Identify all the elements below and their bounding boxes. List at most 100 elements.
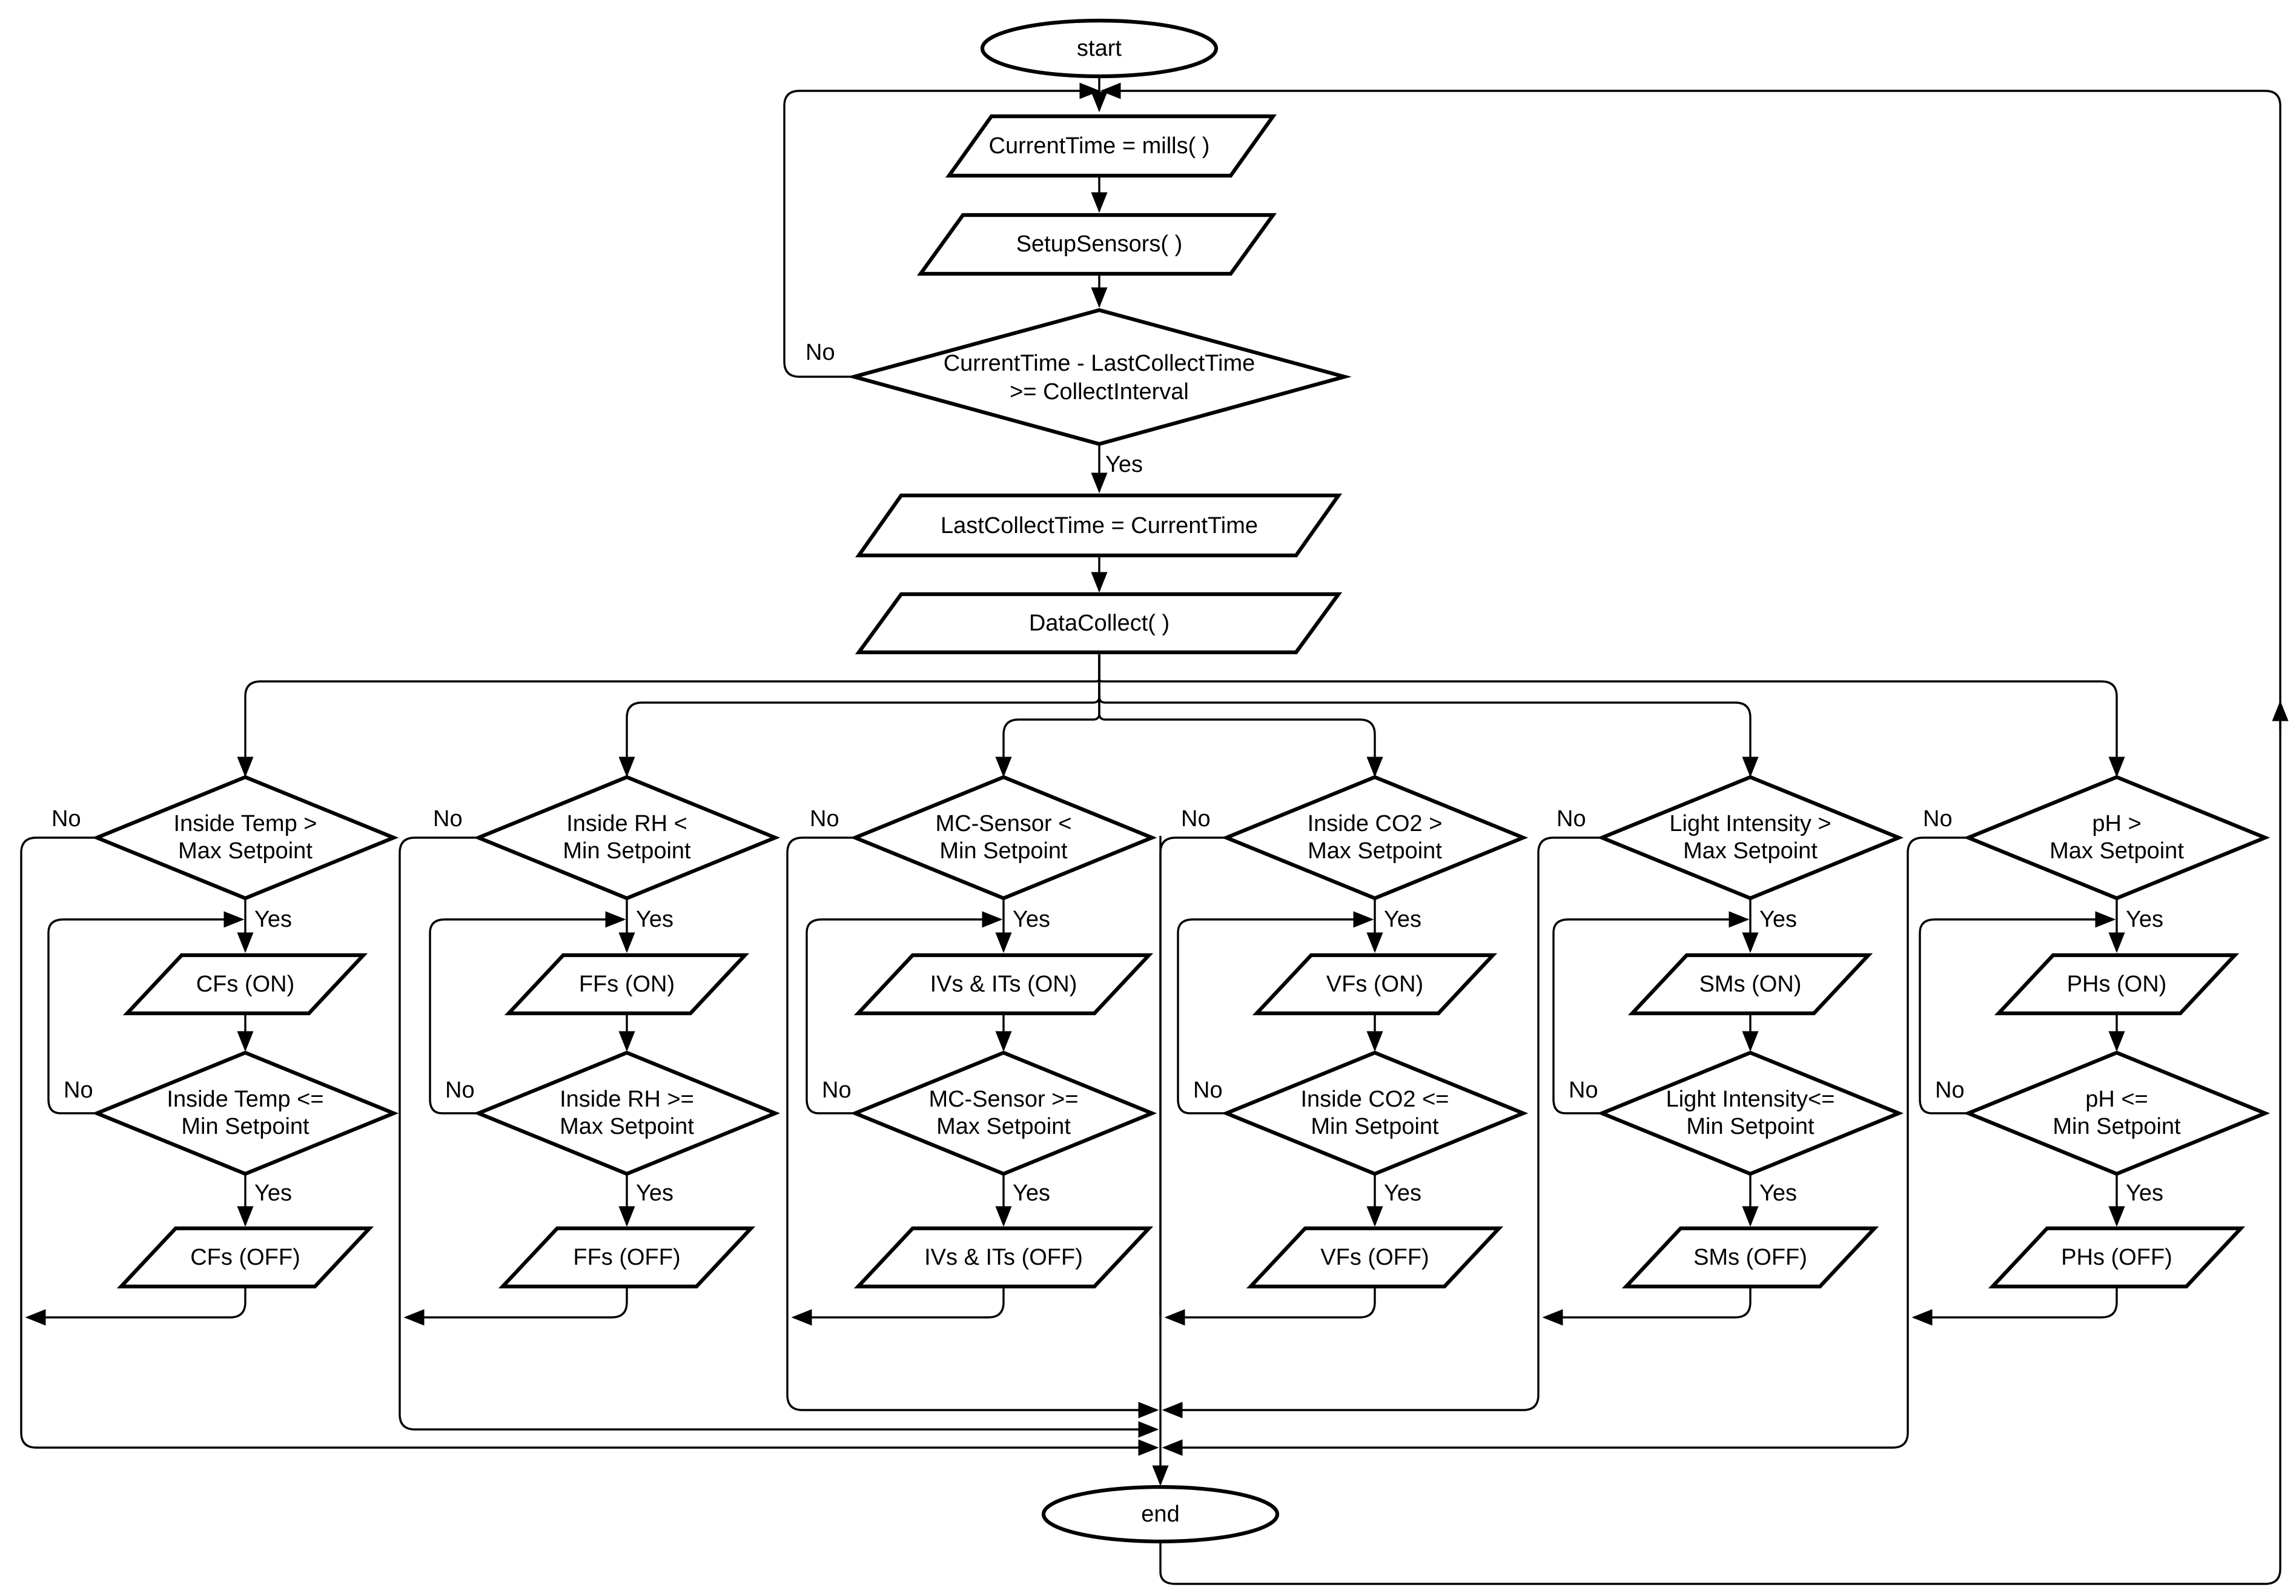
check-off-line-2: Min Setpoint — [2053, 1114, 2181, 1139]
node-current-time: CurrentTime = mills( ) — [945, 114, 1277, 178]
check-off-line-1: Inside CO2 <= — [1300, 1087, 1449, 1112]
branch-1-check-off: Inside Temp <=Min Setpoint — [91, 1050, 399, 1176]
fanout-branch-4 — [1098, 652, 1383, 778]
check-off-no-label: No — [445, 1078, 475, 1103]
branch-4-check-off: Inside CO2 <=Min Setpoint — [1221, 1050, 1529, 1176]
fanout-branch-5 — [1098, 652, 1759, 778]
action-off-label: PHs (OFF) — [2061, 1245, 2172, 1270]
action-off-label: CFs (OFF) — [190, 1245, 300, 1270]
check-off-yes-label: Yes — [1384, 1180, 1421, 1206]
check-on-line-1: Inside CO2 > — [1308, 811, 1443, 836]
check-on-yes-label: Yes — [636, 907, 673, 932]
check-off-yes-label: Yes — [636, 1180, 673, 1206]
check-off-line-1: Inside Temp <= — [167, 1087, 323, 1112]
branch-2-check-on: Inside RH <Min Setpoint — [473, 775, 781, 901]
check-on-line-1: MC-Sensor < — [936, 811, 1072, 836]
check-on-yes-label: Yes — [254, 907, 292, 932]
check-on-line-1: Inside Temp > — [174, 811, 317, 836]
action-off-return-connector — [25, 1286, 246, 1326]
check-on-no-label: No — [1181, 806, 1211, 832]
last-collect-label: LastCollectTime = CurrentTime — [941, 513, 1258, 538]
check-off-yes-label: Yes — [254, 1180, 292, 1206]
current-time-label: CurrentTime = mills( ) — [989, 133, 1210, 159]
fanout-branch-3 — [995, 652, 1100, 778]
branch-4-action-on: VFs (ON) — [1252, 953, 1498, 1016]
check-off-no-label: No — [64, 1078, 93, 1103]
check-on-line-2: Min Setpoint — [939, 838, 1068, 864]
check-off-no-label: No — [1935, 1078, 1965, 1103]
branch-6-action-off: PHs (OFF) — [1988, 1226, 2246, 1289]
branch-6-action-on: PHs (ON) — [1994, 953, 2240, 1016]
check-off-line-1: pH <= — [2085, 1087, 2148, 1112]
check-on-yes-label: Yes — [1384, 907, 1421, 932]
action-off-label: IVs & ITs (OFF) — [924, 1245, 1083, 1270]
action-off-return-connector — [403, 1286, 628, 1326]
check-on-yes-label: Yes — [2126, 907, 2163, 932]
check-off-no-label: No — [1193, 1078, 1223, 1103]
action-on-label: PHs (ON) — [2067, 972, 2167, 997]
action-off-return-connector — [1542, 1286, 1752, 1326]
action-off-label: SMs (OFF) — [1693, 1245, 1807, 1270]
merge-branch-1 — [20, 1317, 1159, 1456]
branch-5-action-on: SMs (ON) — [1627, 953, 1873, 1016]
branch-2-check-off: Inside RH >=Max Setpoint — [473, 1050, 781, 1176]
check-on-no-label: No — [51, 806, 81, 832]
check-off-line-1: Inside RH >= — [560, 1087, 694, 1112]
action-off-label: FFs (OFF) — [573, 1245, 680, 1270]
check-on-no-connector — [20, 836, 97, 1317]
fanout-branch-2 — [618, 652, 1100, 778]
node-last-collect: LastCollectTime = CurrentTime — [855, 493, 1342, 558]
action-on-label: VFs (ON) — [1326, 972, 1423, 997]
check-off-line-2: Min Setpoint — [181, 1114, 309, 1139]
check-on-line-2: Max Setpoint — [1308, 838, 1442, 864]
check-off-no-label: No — [1569, 1078, 1598, 1103]
check-off-yes-label: Yes — [2126, 1180, 2163, 1206]
check-off-line-1: MC-Sensor >= — [928, 1087, 1078, 1112]
check-on-yes-label: Yes — [1759, 907, 1797, 932]
check-off-no-connector — [47, 911, 245, 1114]
action-off-label: VFs (OFF) — [1320, 1245, 1429, 1270]
branch-3-action-off: IVs & ITs (OFF) — [853, 1226, 1154, 1289]
branch-2-action-off: FFs (OFF) — [498, 1226, 756, 1289]
start-label: start — [1077, 36, 1122, 61]
fanout-branch-6 — [1098, 652, 2125, 778]
branch-4-check-on: Inside CO2 >Max Setpoint — [1221, 775, 1529, 901]
check-off-line-2: Min Setpoint — [1686, 1114, 1815, 1139]
action-on-label: IVs & ITs (ON) — [930, 972, 1077, 997]
merge-branch-5 — [1162, 1317, 1540, 1419]
branch-6-check-on: pH >Max Setpoint — [1963, 775, 2271, 901]
check-on-no-connector — [1907, 836, 1968, 1317]
branch-1-check-on: Inside Temp >Max Setpoint — [91, 775, 399, 901]
branch-3-check-on: MC-Sensor <Min Setpoint — [850, 775, 1157, 901]
check-off-line-1: Light Intensity<= — [1666, 1087, 1835, 1112]
branch-5-check-on: Light Intensity >Max Setpoint — [1596, 775, 1904, 901]
interval-check-line-2: >= CollectInterval — [1010, 379, 1189, 405]
check-on-line-2: Min Setpoint — [563, 838, 691, 864]
branch-3-action-on: IVs & ITs (ON) — [853, 953, 1154, 1016]
check-on-no-label: No — [1923, 806, 1953, 832]
check-on-no-label: No — [810, 806, 839, 832]
branch-2-action-on: FFs (ON) — [504, 953, 750, 1016]
node-data-collect: DataCollect( ) — [855, 592, 1343, 655]
node-start: start — [980, 18, 1219, 79]
data-collect-label: DataCollect( ) — [1029, 611, 1170, 636]
merge-branch-6 — [1162, 1317, 1909, 1456]
check-off-line-2: Max Setpoint — [936, 1114, 1071, 1139]
branch-5-action-off: SMs (OFF) — [1621, 1226, 1879, 1289]
branch-1-action-off: CFs (OFF) — [116, 1226, 374, 1289]
check-off-line-2: Min Setpoint — [1311, 1114, 1439, 1139]
check-off-line-2: Max Setpoint — [560, 1114, 694, 1139]
setup-sensors-label: SetupSensors( ) — [1016, 231, 1183, 257]
connector-interval-no-loop — [783, 82, 1100, 378]
action-off-return-connector — [1164, 1286, 1376, 1326]
check-on-line-1: Light Intensity > — [1669, 811, 1831, 836]
node-setup-sensors: SetupSensors( ) — [916, 213, 1277, 276]
branch-6-check-off: pH <=Min Setpoint — [1963, 1050, 2271, 1176]
